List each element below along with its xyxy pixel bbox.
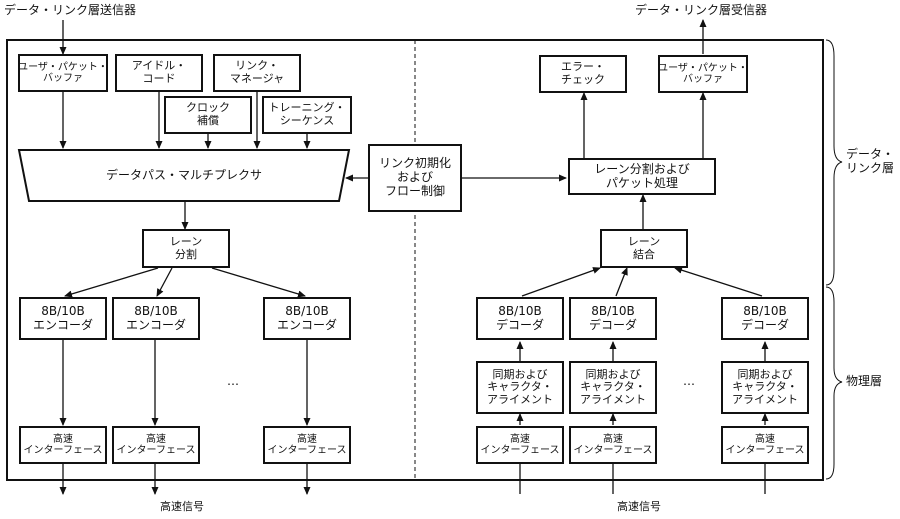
rx-ellipsis: … — [683, 374, 695, 388]
dll-label: データ・ リンク層 — [846, 147, 895, 176]
tx-hs-interface-1: 高速 インターフェース — [19, 426, 107, 464]
tx-arrows — [59, 20, 311, 495]
hs-signal-left-label: 高速信号 — [160, 500, 204, 513]
arrow-split-enc2 — [156, 267, 173, 297]
rx-lane-split-packet: レーン分割および パケット処理 — [568, 158, 716, 195]
hs-signal-right-label: 高速信号 — [617, 500, 661, 513]
tx-ellipsis: … — [227, 374, 239, 388]
dll-brace — [825, 39, 843, 286]
tx-clock-compensation: クロック 補償 — [164, 96, 252, 134]
rx-user-buffer: ユーザ・パケット・ バッファ — [658, 55, 748, 93]
transmitter-label: データ・リンク層送信器 — [4, 3, 137, 17]
tx-link-manager: リンク・ マネージャ — [213, 54, 301, 92]
tx-idle-code: アイドル・ コード — [115, 54, 203, 92]
rx-lane-merge: レーン 結合 — [600, 229, 688, 268]
arrow-dec2-merge — [615, 267, 628, 297]
rx-sync-alignment-2: 同期および キャラクタ・ アライメント — [569, 361, 657, 414]
rx-decoder-2: 8B/10B デコーダ — [569, 297, 657, 340]
rx-decoder-3: 8B/10B デコーダ — [721, 297, 809, 340]
receiver-label: データ・リンク層受信器 — [635, 3, 768, 17]
tx-encoder-3: 8B/10B エンコーダ — [263, 297, 351, 340]
tx-encoder-1: 8B/10B エンコーダ — [19, 297, 107, 340]
rx-sync-alignment-3: 同期および キャラクタ・ アライメント — [721, 361, 809, 414]
rx-error-check: エラー・ チェック — [539, 55, 627, 93]
rx-hs-interface-1: 高速 インターフェース — [476, 426, 564, 464]
tx-user-buffer: ユーザ・パケット・ バッファ — [18, 54, 108, 92]
arrow-split-enc1 — [64, 267, 159, 298]
rx-hs-interface-3: 高速 インターフェース — [721, 426, 809, 464]
tx-hs-interface-2: 高速 インターフェース — [112, 426, 200, 464]
rx-sync-alignment-1: 同期および キャラクタ・ アライメント — [476, 361, 564, 414]
tx-encoder-2: 8B/10B エンコーダ — [112, 297, 200, 340]
rx-decoder-1: 8B/10B デコーダ — [476, 297, 564, 340]
phy-brace — [825, 286, 843, 480]
arrow-dec1-merge — [521, 267, 601, 297]
arrow-split-enc3 — [211, 267, 306, 298]
phy-label: 物理層 — [846, 374, 883, 388]
mux-shape — [17, 149, 351, 202]
arrow-dec3-merge — [674, 266, 763, 297]
tx-lane-split: レーン 分割 — [142, 229, 230, 268]
tx-hs-interface-3: 高速 インターフェース — [263, 426, 351, 464]
link-init-flow-control: リンク初期化 および フロー制御 — [368, 144, 462, 212]
dll-label-line1: データ・ — [846, 147, 895, 161]
tx-datapath-mux: データパス・マルチプレクサ — [105, 167, 262, 182]
dll-label-line2: リンク層 — [846, 160, 895, 175]
rx-hs-interface-2: 高速 インターフェース — [569, 426, 657, 464]
tx-training-sequence: トレーニング・ シーケンス — [262, 96, 352, 134]
